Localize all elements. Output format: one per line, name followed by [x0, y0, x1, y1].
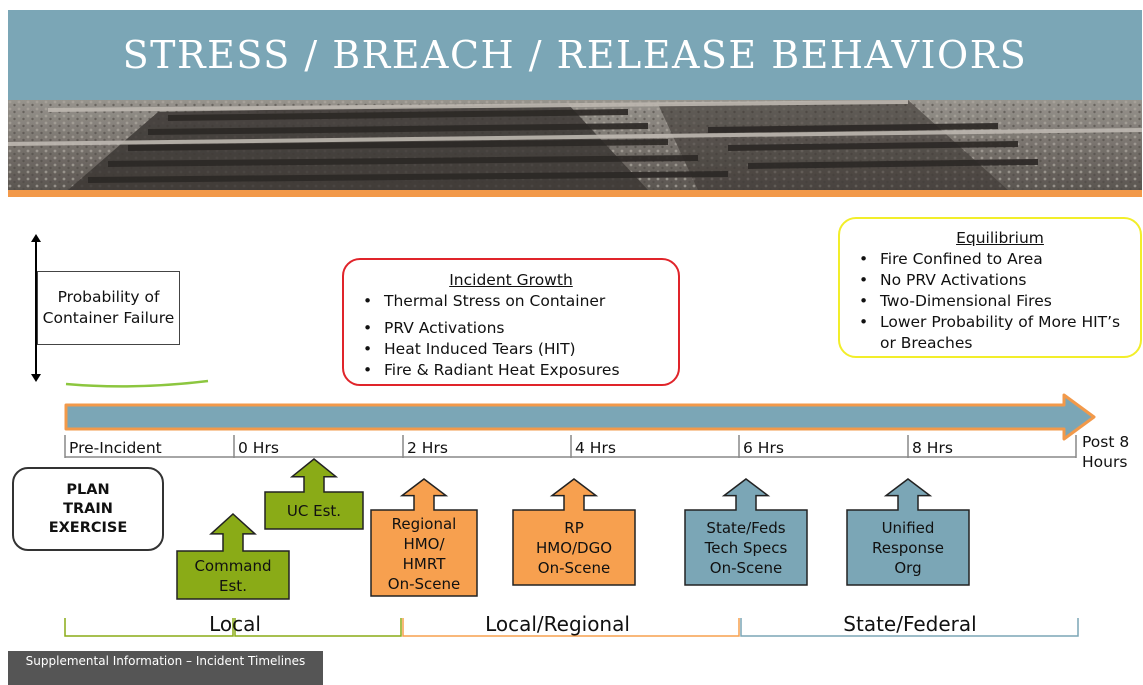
footer-note: Supplemental Information – Incident Time… [8, 651, 323, 685]
orange-divider [8, 190, 1142, 197]
milestone-arrow: UC Est. [264, 458, 364, 530]
phase-local-regional: Local/Regional [485, 612, 630, 636]
up-arrow-icon [264, 458, 364, 530]
milestone-label-line: RP [564, 519, 584, 537]
phase-local: Local [209, 612, 261, 636]
state-federal-bracket [740, 618, 1079, 637]
milestone-label-line: Tech Specs [704, 539, 788, 557]
milestone-label-line: On-Scene [387, 574, 461, 593]
bullet-text: Fire & Radiant Heat Exposures [384, 361, 620, 379]
railroad-track-image [8, 100, 1142, 190]
probability-curve [65, 379, 209, 388]
tick-0-hrs: 0 Hrs [238, 439, 279, 457]
milestone-label-line: Response [871, 539, 945, 557]
equilibrium-list: • Fire Confined to Area • No PRV Activation… [859, 249, 1140, 354]
bullet-text: Thermal Stress on Container [384, 292, 606, 310]
tick-pre-incident: Pre-Incident [69, 439, 162, 457]
milestone-label-line: UC Est. [286, 502, 342, 520]
up-arrow-icon [684, 478, 808, 586]
bullet-icon: • [363, 292, 373, 310]
milestone-label-line: State/Feds [706, 519, 786, 537]
arrow-down-icon [31, 374, 41, 382]
milestone-label-line: Command [194, 556, 272, 575]
bullet-text: Fire Confined to Area [880, 250, 1043, 268]
tick-6-hrs: 6 Hrs [743, 439, 784, 457]
milestone-label: UC Est. [264, 501, 364, 521]
exercise-text: EXERCISE [48, 519, 128, 536]
up-arrow-icon [176, 513, 290, 600]
tick-post-8-line2: Hours [1082, 453, 1128, 471]
tick-8-hrs: 8 Hrs [912, 439, 953, 457]
incident-growth-callout: Incident Growth • Thermal Stress on Conta… [342, 258, 680, 386]
milestone-label-line: HMRT [402, 554, 446, 573]
incident-growth-heading: Incident Growth [449, 271, 573, 289]
bullet-icon: • [859, 271, 869, 289]
milestone-label-line: Est. [219, 576, 247, 595]
local-regional-bracket [402, 618, 740, 637]
milestone-label-line: HMO/DGO [535, 539, 613, 557]
incident-growth-list: • Thermal Stress on Container • PRV Activat… [363, 291, 678, 381]
milestone-label: RP HMO/DGO On-Scene [512, 518, 636, 578]
timeline-scale [64, 435, 1077, 458]
page-title: STRESS / BREACH / RELEASE BEHAVIORS [122, 33, 1028, 77]
up-arrow-icon [512, 478, 636, 586]
up-arrow-icon [846, 478, 970, 586]
milestone-arrow: RP HMO/DGO On-Scene [512, 478, 636, 586]
equilibrium-callout: Equilibrium • Fire Confined to Area • No PR… [838, 217, 1142, 358]
train-text: TRAIN [63, 500, 113, 517]
bullet-text: PRV Activations [384, 319, 505, 337]
probability-label: Probability of Container Failure [37, 271, 180, 345]
incident-growth-item: • Thermal Stress on Container [363, 291, 678, 312]
probability-axis [31, 234, 41, 382]
equilibrium-item: • No PRV Activations [859, 270, 1140, 291]
equilibrium-item: • Fire Confined to Area [859, 249, 1140, 270]
tick-4-hrs: 4 Hrs [575, 439, 616, 457]
bullet-icon: • [859, 292, 869, 310]
milestone-label-line: Unified [881, 519, 935, 537]
tick-post-8-line1: Post 8 [1082, 433, 1130, 451]
milestone-label-line: Org [894, 559, 922, 577]
local-bracket [64, 618, 402, 637]
incident-growth-item: • Heat Induced Tears (HIT) [363, 339, 678, 360]
arrow-up-icon [31, 234, 41, 242]
milestone-label-line: HMO/ [403, 534, 445, 553]
bullet-icon: • [363, 361, 373, 379]
bullet-text: Two-Dimensional Fires [880, 292, 1052, 310]
plan-text: PLAN [66, 481, 110, 498]
plan-train-exercise-box: PLAN TRAIN EXERCISE [12, 467, 164, 551]
tick-post-8-hours: Post 8 Hours [1082, 432, 1129, 472]
title-banner: STRESS / BREACH / RELEASE BEHAVIORS [8, 10, 1142, 100]
railroad-track-photo [8, 100, 1142, 190]
equilibrium-item: • Lower Probability of More HIT’s or Brea… [859, 312, 1140, 354]
bullet-text: Heat Induced Tears (HIT) [384, 340, 576, 358]
bullet-text: Lower Probability of More HIT’s or Breac… [880, 313, 1121, 352]
timeline-arrow [64, 393, 1096, 441]
equilibrium-item: • Two-Dimensional Fires [859, 291, 1140, 312]
bullet-icon: • [363, 319, 373, 337]
phase-brackets [64, 618, 1079, 637]
milestone-label-line: On-Scene [537, 559, 611, 577]
bullet-text: No PRV Activations [880, 271, 1027, 289]
incident-growth-item: • Fire & Radiant Heat Exposures [363, 360, 678, 381]
up-arrow-icon [370, 478, 478, 597]
phase-state-federal: State/Federal [843, 612, 977, 636]
tick-2-hrs: 2 Hrs [407, 439, 448, 457]
milestone-label-line: Regional [391, 514, 457, 533]
equilibrium-heading: Equilibrium [956, 229, 1044, 247]
bullet-icon: • [859, 250, 869, 268]
bullet-icon: • [859, 313, 869, 331]
incident-growth-item: • PRV Activations [363, 318, 678, 339]
bullet-icon: • [363, 340, 373, 358]
milestone-label-line: On-Scene [709, 559, 783, 577]
probability-text: Probability of Container Failure [42, 288, 175, 327]
